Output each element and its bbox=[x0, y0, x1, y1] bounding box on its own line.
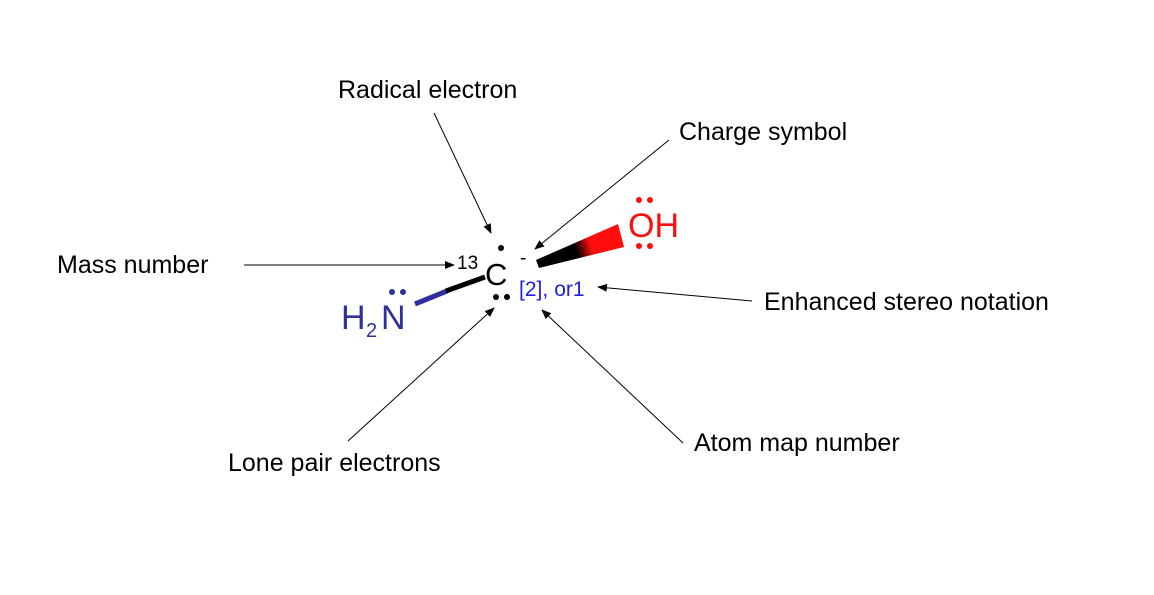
bond-c-half bbox=[445, 274, 486, 294]
stereo-group-value: or1 bbox=[554, 278, 584, 301]
label-lone-pair-electrons: Lone pair electrons bbox=[228, 449, 441, 477]
label-charge-symbol: Charge symbol bbox=[679, 118, 847, 146]
arrow-atom-map-number bbox=[541, 309, 684, 444]
atom-map-value: [2] bbox=[519, 278, 542, 301]
radical-electron-dot bbox=[498, 245, 504, 251]
amine-h-count: 2 bbox=[366, 320, 377, 342]
charge-text: - bbox=[520, 248, 526, 269]
bond-n-half bbox=[414, 288, 448, 307]
carbon-symbol: C bbox=[485, 257, 507, 292]
label-radical-electron: Radical electron bbox=[338, 76, 517, 104]
oxygen-lone-pair-dot bbox=[647, 197, 653, 203]
arrow-enhanced-stereo bbox=[597, 283, 753, 302]
lone-pair-dot bbox=[504, 294, 510, 300]
arrow-radical-electron bbox=[433, 112, 492, 234]
atom-map-number-text: [2], or1 bbox=[519, 278, 585, 301]
nitrogen-symbol: N bbox=[381, 299, 406, 337]
arrow-charge-symbol bbox=[534, 139, 670, 250]
stereo-separator: , bbox=[542, 278, 548, 301]
callout-arrows bbox=[244, 112, 753, 444]
amine-h: H bbox=[341, 299, 366, 337]
arrow-lone-pair-electrons bbox=[347, 307, 495, 442]
nitrogen-lone-pair-dot bbox=[389, 289, 395, 295]
nitrogen-lone-pair-dot bbox=[400, 289, 406, 295]
oxygen-lone-pair-dot bbox=[636, 243, 642, 249]
wedge-bond-c-oh bbox=[536, 224, 624, 268]
lone-pair-dot bbox=[493, 294, 499, 300]
label-mass-number: Mass number bbox=[57, 251, 208, 279]
oxygen-lone-pair-dot bbox=[636, 197, 642, 203]
oxygen-lone-pair-dot bbox=[647, 243, 653, 249]
label-enhanced-stereo-notation: Enhanced stereo notation bbox=[764, 288, 1049, 316]
mass-number-text: 13 bbox=[457, 253, 478, 274]
label-atom-map-number: Atom map number bbox=[694, 429, 900, 457]
hydroxyl-symbol: OH bbox=[628, 207, 679, 245]
